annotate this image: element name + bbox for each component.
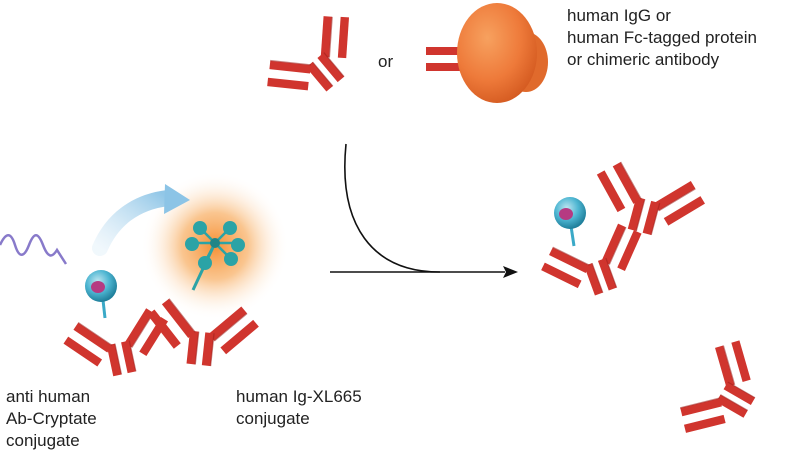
free-human-igg-antibody: [258, 6, 374, 117]
reaction-arrow-icon: [330, 143, 518, 278]
antibody-icon: [258, 6, 374, 117]
fc-tagged-protein-icon: [426, 3, 548, 103]
antibody-icon: [588, 158, 706, 246]
xl665-line-1: human Ig-XL665: [236, 387, 362, 406]
cryptate-icon: [85, 270, 117, 319]
cryptate-conjugate-label: anti human Ab-Cryptate conjugate: [6, 386, 97, 452]
xl665-line-2: conjugate: [236, 409, 310, 428]
or-label: or: [378, 52, 394, 71]
energy-transfer-arrow-icon: [92, 184, 190, 256]
cryptate-line-1: anti human: [6, 387, 91, 406]
target-line-1: human IgG or: [567, 6, 671, 25]
cryptate-line-2: Ab-Cryptate: [6, 409, 97, 428]
cryptate-line-3: conjugate: [6, 431, 80, 450]
target-line-2: human Fc-tagged protein: [567, 28, 757, 47]
target-description: human IgG or human Fc-tagged protein or …: [567, 5, 757, 71]
excitation-wave-icon: [0, 234, 68, 265]
freed-cryptate-complex: [538, 158, 707, 309]
antibody-icon: [538, 218, 653, 309]
xl665-fluorophore-icon: [185, 221, 245, 291]
xl665-conjugate-label: human Ig-XL665 conjugate: [236, 386, 362, 430]
antibody-icon: [672, 334, 774, 451]
target-line-3: or chimeric antibody: [567, 50, 720, 69]
